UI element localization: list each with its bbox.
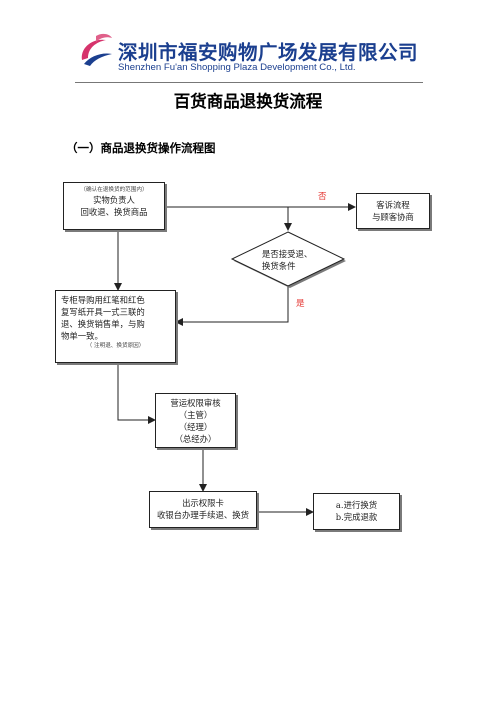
box3-line3: （经理） <box>178 422 213 432</box>
box4-line2: 收银台办理手续退、换货 <box>156 510 250 520</box>
box1-note: （确认在退换货的范围内） <box>80 187 148 193</box>
box4-line1: 出示权限卡 <box>182 498 224 508</box>
section-heading: （一）商品退换货操作流程图 <box>66 141 216 155</box>
company-logo <box>76 30 116 70</box>
document-title: 百货商品退换货流程 <box>173 92 323 111</box>
flow-box-approval: 营运权限审核 （主管） （经理） （总经办） <box>155 393 236 448</box>
company-name-cn: 深圳市福安购物广场发展有限公司 <box>118 41 419 64</box>
box5-line2: b.完成退款 <box>335 512 378 522</box>
box2-line4: 物单一致。 <box>61 331 103 341</box>
flow-box-receive-goods: （确认在退换货的范围内） 实物负责人 回收退、换货商品 <box>63 182 165 230</box>
decision-line1: 是否接受退、 <box>262 249 313 259</box>
arrow-box1-to-decision <box>165 206 292 231</box>
flow-box-sales-slip: 专柜导购用红笔和红色 复写纸开具一式三联的 退、换货销售单，与购 物单一致。 （… <box>55 290 176 363</box>
flow-box-result: a.进行换货 b.完成退款 <box>313 493 400 530</box>
box3-line1: 营运权限审核 <box>170 398 221 408</box>
arrow-decision-yes-to-box2 <box>175 284 289 326</box>
decision-diamond <box>230 231 346 287</box>
box2-line1: 专柜导购用红笔和红色 <box>61 295 145 305</box>
arrow-box2-to-box3 <box>117 363 156 424</box>
box1-line2: 回收退、换货商品 <box>80 207 148 217</box>
header-divider <box>75 82 423 83</box>
box2-line2: 复写纸开具一式三联的 <box>61 307 145 317</box>
flow-box-complaint: 客诉流程 与顾客协商 <box>356 193 430 229</box>
decision-line2: 换货条件 <box>262 261 296 271</box>
box1-line1: 实物负责人 <box>93 195 135 205</box>
complaint-line2: 与顾客协商 <box>372 212 414 222</box>
label-yes: 是 <box>296 299 305 309</box>
company-name-en: Shenzhen Fu'an Shopping Plaza Developmen… <box>118 62 356 73</box>
label-no: 否 <box>318 192 327 202</box>
box5-line1: a.进行换货 <box>335 500 378 510</box>
complaint-line1: 客诉流程 <box>376 200 410 210</box>
flow-box-cashier: 出示权限卡 收银台办理手续退、换货 <box>149 491 257 528</box>
decision-text: 是否接受退、 换货条件 <box>262 248 312 272</box>
company-swoosh-logo-icon <box>81 33 112 66</box>
box2-line3: 退、换货销售单，与购 <box>61 319 145 329</box>
box3-line2: （主管） <box>178 410 213 420</box>
box3-line4: （总经办） <box>174 434 217 444</box>
box2-note: （ 注明退、换货原因） <box>86 343 145 349</box>
